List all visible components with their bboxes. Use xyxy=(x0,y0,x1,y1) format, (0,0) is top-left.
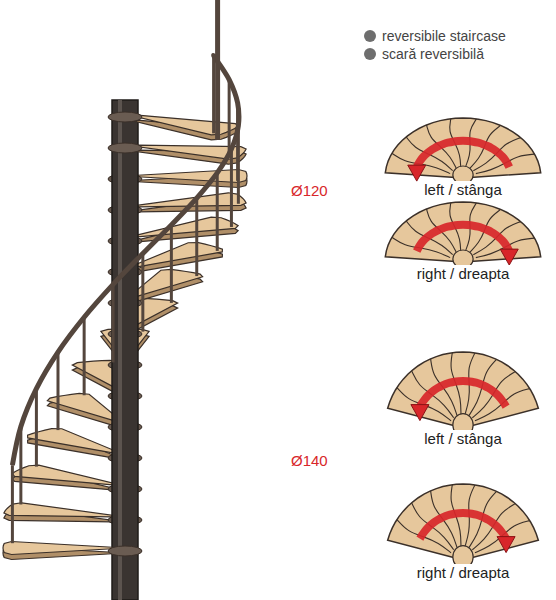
stair-tread xyxy=(3,541,142,559)
legend-dot xyxy=(364,30,376,42)
diameter-label: Ø140 xyxy=(288,452,331,469)
baluster xyxy=(195,198,198,276)
direction-caption: right / dreapta xyxy=(414,265,513,282)
legend-entry: reversibile staircase xyxy=(364,28,506,44)
diameter-label: Ø120 xyxy=(288,182,331,199)
baluster xyxy=(35,389,38,467)
spiral-staircase xyxy=(3,0,247,600)
baluster xyxy=(56,352,59,430)
baluster xyxy=(170,225,173,303)
baluster xyxy=(212,55,215,133)
handrail xyxy=(12,55,239,465)
direction-icon xyxy=(388,352,539,436)
baluster xyxy=(112,284,115,362)
landing-post xyxy=(215,0,220,140)
baluster xyxy=(83,317,86,395)
direction-caption: left / stânga xyxy=(421,181,505,198)
baluster xyxy=(216,173,219,251)
legend-dot xyxy=(364,48,376,60)
direction-icon xyxy=(385,202,540,268)
legend-text: scară reversibilă xyxy=(382,46,484,62)
baluster xyxy=(11,465,14,543)
direction-caption: right / dreapta xyxy=(414,564,513,581)
central-pole xyxy=(112,100,138,600)
baluster xyxy=(230,149,233,227)
legend-text: reversibile staircase xyxy=(382,28,506,44)
direction-caption: left / stânga xyxy=(421,430,505,447)
direction-icon xyxy=(385,118,540,184)
baluster xyxy=(141,254,144,332)
legend-entry: scară reversibilă xyxy=(364,46,484,62)
direction-icon xyxy=(388,484,539,568)
